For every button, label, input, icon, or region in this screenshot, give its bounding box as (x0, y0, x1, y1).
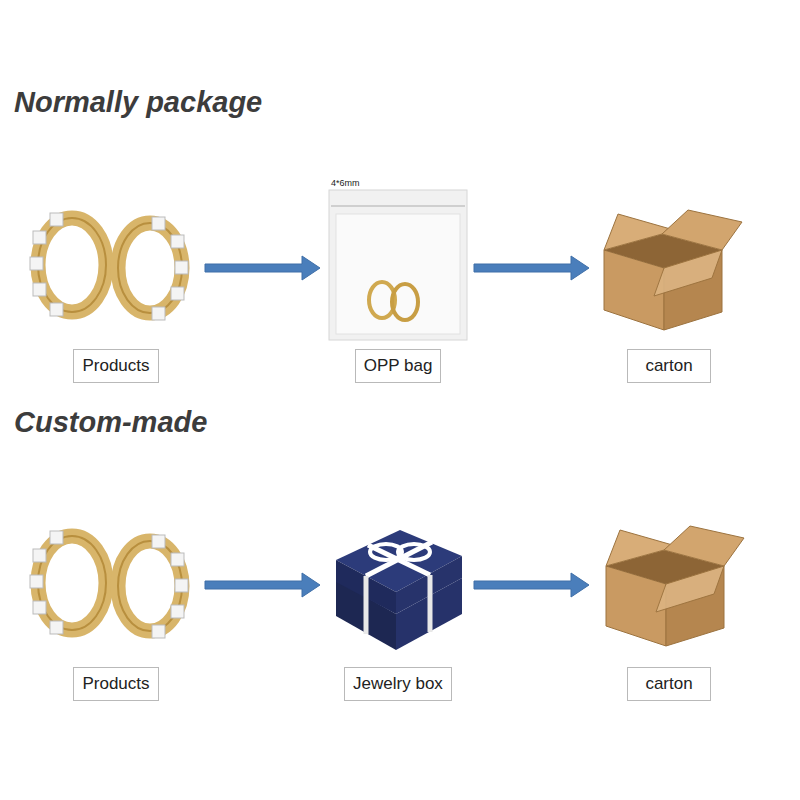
step-label: carton (627, 667, 711, 701)
step-label: Jewelry box (344, 667, 452, 701)
package-step: OPP bag (325, 175, 471, 383)
package-step: Products (30, 500, 202, 701)
step-label: Products (73, 349, 158, 383)
flow-arrow (474, 256, 589, 280)
section-heading: Custom-made (14, 406, 207, 439)
package-step: carton (594, 205, 744, 383)
package-step: Jewelry box (325, 520, 471, 701)
flow-arrow (205, 256, 320, 280)
step-label: Products (73, 667, 158, 701)
step-label: OPP bag (355, 349, 442, 383)
section-heading: Normally package (14, 86, 262, 119)
size-note: 4*6mm (331, 178, 360, 188)
step-label: carton (627, 349, 711, 383)
flow-arrow (474, 573, 589, 597)
flow-arrow (205, 573, 320, 597)
package-step: carton (594, 520, 744, 701)
package-step: Products (30, 185, 202, 383)
